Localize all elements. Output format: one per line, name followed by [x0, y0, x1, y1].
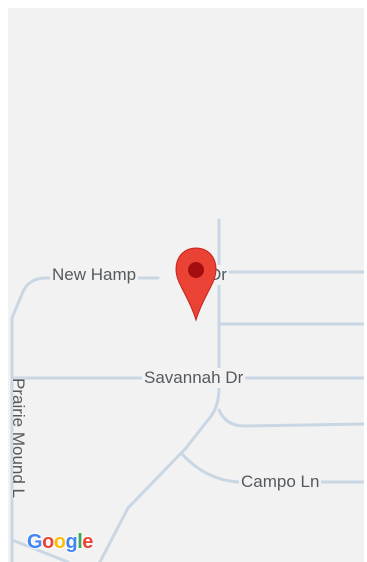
google-logo: Google: [27, 531, 93, 554]
street-label-new-hampshire: New Hamp: [50, 265, 139, 285]
map-pin-dot: [188, 262, 204, 278]
street-label-prairie-mound: Prairie Mound L: [8, 376, 28, 500]
street-label-new-hampshire-name: New Hamp: [52, 265, 137, 284]
street-label-campo-text: Campo Ln: [241, 472, 320, 491]
map-pin-icon[interactable]: [174, 246, 218, 322]
street-label-prairie-mound-text: Prairie Mound L: [9, 378, 28, 499]
road-east-curve: [217, 408, 364, 428]
road-vertical-north: [184, 218, 221, 450]
logo-letter-l: l: [77, 531, 83, 553]
street-label-savannah-text: Savannah Dr: [144, 368, 244, 387]
road-new-hampshire-west: [10, 276, 160, 562]
street-label-campo: Campo Ln: [239, 472, 322, 492]
map-canvas[interactable]: New Hamp Dr Savannah Dr Campo Ln Prairie…: [8, 8, 364, 562]
road-diagonal-southwest: [98, 446, 188, 562]
logo-letter-o1: o: [42, 531, 54, 553]
road-campo: [180, 452, 364, 484]
logo-letter-g2: g: [65, 531, 78, 553]
logo-letter-e: e: [82, 531, 93, 553]
logo-letter-g1: G: [27, 531, 43, 553]
road-bottom-left: [10, 538, 70, 562]
street-label-savannah: Savannah Dr: [142, 368, 246, 388]
logo-letter-o2: o: [53, 531, 66, 553]
map-pin-body: [175, 247, 217, 322]
